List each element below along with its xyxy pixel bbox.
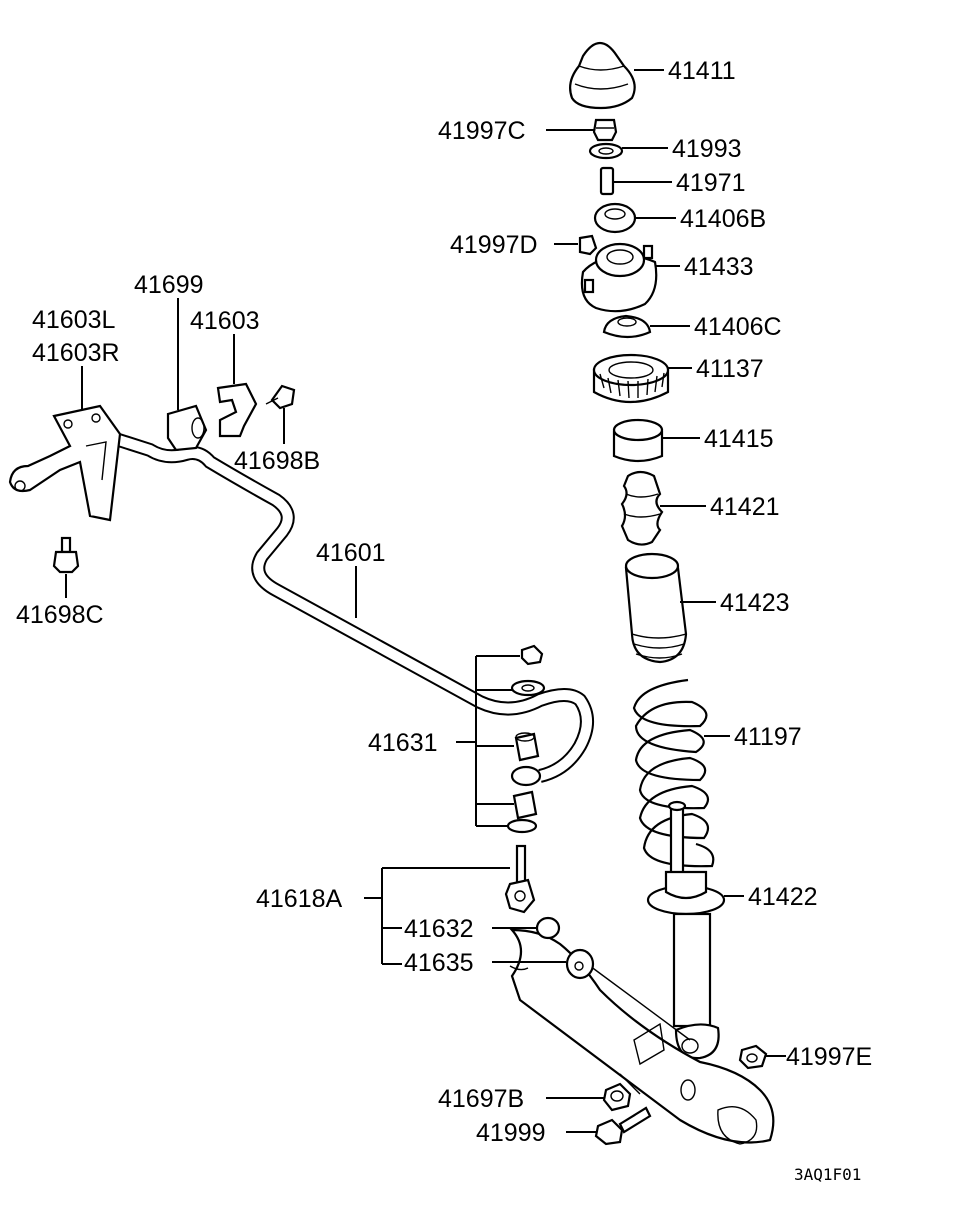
strut-mount-part (580, 242, 658, 313)
label-41699: 41699 (134, 271, 204, 299)
collar-part (599, 166, 615, 196)
label-41411: 41411 (668, 57, 736, 85)
coil-spring-part (632, 678, 715, 868)
bearing-part (592, 353, 670, 403)
mount-bolt-part (52, 536, 80, 574)
bracket-41631 (475, 655, 520, 827)
link-kit-part (506, 644, 546, 834)
washer-part (588, 142, 624, 160)
bracket-bolt-part (265, 384, 296, 410)
label-41632: 41632 (404, 915, 474, 943)
bump-rubber-part (620, 470, 664, 546)
label-41415: 41415 (704, 425, 774, 453)
label-41697b: 41697B (438, 1085, 524, 1113)
label-41423: 41423 (720, 589, 790, 617)
diagram-code: 3AQ1F01 (794, 1165, 861, 1184)
label-41603r: 41603R (32, 339, 120, 367)
bar-bushing-part (166, 404, 208, 452)
label-41422: 41422 (748, 883, 818, 911)
label-41197: 41197 (734, 723, 802, 751)
label-41631: 41631 (368, 729, 438, 757)
upper-bushing-part (593, 202, 637, 234)
label-41603: 41603 (190, 307, 260, 335)
mount-bracket-part (8, 404, 122, 522)
label-41618a: 41618A (256, 885, 343, 913)
label-41698b: 41698B (234, 447, 320, 475)
label-41635: 41635 (404, 949, 474, 977)
link-rod-part (504, 844, 536, 914)
label-41406c: 41406C (694, 313, 782, 341)
label-41997e: 41997E (786, 1043, 872, 1071)
bump-cap-part (569, 41, 636, 110)
label-41433: 41433 (684, 253, 754, 281)
small-nut-part (578, 234, 598, 256)
dust-cover-part (624, 552, 688, 664)
label-41601: 41601 (316, 539, 386, 567)
spring-seat-part (612, 418, 664, 463)
arm-bolt-part (602, 1082, 632, 1112)
label-41421: 41421 (710, 493, 780, 521)
link-bushing-part (565, 948, 595, 980)
label-41999: 41999 (476, 1119, 546, 1147)
label-41698c: 41698C (16, 601, 104, 629)
lower-bushing-part (602, 314, 652, 339)
link-ring-part (535, 916, 561, 940)
long-bolt-part (594, 1106, 652, 1146)
label-41603l: 41603L (32, 306, 116, 334)
bar-bracket-part (216, 382, 258, 438)
label-41137: 41137 (696, 355, 764, 383)
bracket-41618a (381, 867, 510, 965)
shock-absorber-part (646, 800, 726, 1060)
shock-nut-part (738, 1044, 768, 1070)
nut-part (592, 118, 618, 142)
label-41993: 41993 (672, 135, 742, 163)
lower-arm-part (509, 928, 775, 1145)
label-41997d: 41997D (450, 231, 538, 259)
stabilizer-bar-part (97, 427, 594, 783)
label-41997c: 41997C (438, 117, 526, 145)
label-41971: 41971 (676, 169, 746, 197)
label-41406b: 41406B (680, 205, 766, 233)
